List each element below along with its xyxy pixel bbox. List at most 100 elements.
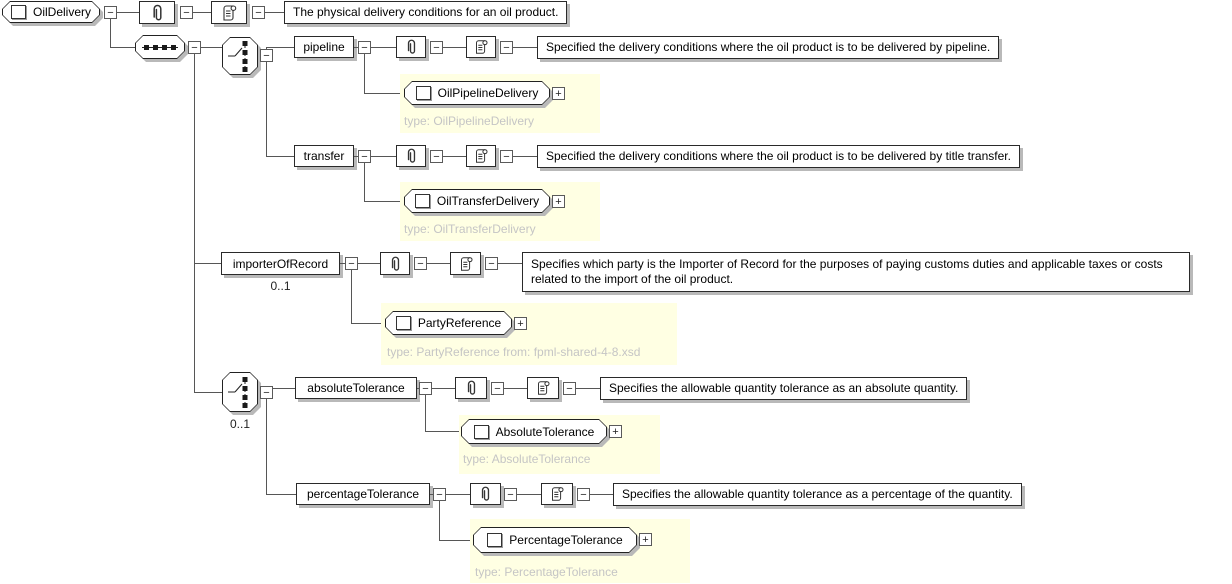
paperclip-icon <box>152 4 162 20</box>
paperclip-icon <box>407 39 415 54</box>
annotation-box[interactable] <box>527 377 559 399</box>
connector-line <box>432 388 455 389</box>
connector-line <box>446 494 470 495</box>
collapse-toggle[interactable]: − <box>563 382 576 395</box>
collapse-toggle[interactable]: − <box>485 257 498 270</box>
annotation-box[interactable] <box>541 483 573 505</box>
documentation-text: Specifies the allowable quantity toleran… <box>613 483 1022 506</box>
element-node-percentagetolerance[interactable]: percentageTolerance <box>296 483 430 505</box>
scroll-icon <box>476 40 488 54</box>
collapse-toggle[interactable]: − <box>260 386 273 399</box>
annotation-box[interactable] <box>466 145 496 167</box>
element-label: OilDelivery <box>32 5 91 19</box>
type-node-oilpipelinedelivery[interactable]: OilPipelineDelivery <box>404 81 550 105</box>
expand-toggle[interactable]: + <box>609 425 622 438</box>
connector-line <box>364 163 365 201</box>
connector-line <box>358 263 380 264</box>
type-note: type: AbsoluteTolerance <box>463 452 591 466</box>
type-note: type: OilTransferDelivery <box>404 222 536 236</box>
annotation-box[interactable] <box>450 252 481 275</box>
element-node-importerofrecord[interactable]: importerOfRecord <box>221 252 340 275</box>
connector-line <box>498 263 522 264</box>
collapse-toggle[interactable]: − <box>430 150 443 163</box>
type-node-oiltransferdelivery[interactable]: OilTransferDelivery <box>404 189 550 213</box>
connector-line <box>266 47 267 49</box>
connector-line <box>364 54 365 93</box>
collapse-toggle[interactable]: − <box>433 488 446 501</box>
collapse-toggle[interactable]: − <box>260 49 273 62</box>
connector-line <box>425 431 463 432</box>
scroll-icon <box>476 149 488 163</box>
occurrence-label: 0..1 <box>270 279 291 293</box>
scroll-icon <box>538 381 550 395</box>
attributes-box[interactable] <box>470 483 501 505</box>
collapse-toggle[interactable]: − <box>419 382 432 395</box>
element-icon <box>10 5 26 19</box>
element-icon <box>395 316 411 330</box>
type-label: PercentageTolerance <box>509 533 623 547</box>
collapse-toggle[interactable]: − <box>491 382 504 395</box>
scroll-icon <box>552 487 564 501</box>
connector-line <box>364 93 406 94</box>
occurrence-label: 0..1 <box>229 417 250 431</box>
type-label: OilTransferDelivery <box>436 194 540 208</box>
type-label: OilPipelineDelivery <box>437 86 539 100</box>
collapse-toggle[interactable]: − <box>180 6 193 19</box>
type-node-absolutetolerance[interactable]: AbsoluteTolerance <box>461 419 607 444</box>
expand-toggle[interactable]: + <box>552 87 565 100</box>
attributes-box[interactable] <box>396 36 426 58</box>
connector-line <box>439 501 440 540</box>
element-icon <box>414 194 430 208</box>
attributes-box[interactable] <box>380 252 410 275</box>
connector-line <box>193 12 211 13</box>
element-node-transfer[interactable]: transfer <box>294 145 354 167</box>
connector-line <box>194 54 195 392</box>
documentation-text: Specifies the allowable quantity toleran… <box>600 377 968 400</box>
attributes-box[interactable] <box>455 377 487 399</box>
collapse-toggle[interactable]: − <box>577 488 590 501</box>
annotation-box[interactable] <box>211 1 247 24</box>
choice-node[interactable] <box>222 372 258 412</box>
connector-line <box>266 399 267 494</box>
collapse-toggle[interactable]: − <box>430 41 443 54</box>
element-node-pipeline[interactable]: pipeline <box>294 36 354 58</box>
connector-line <box>439 540 475 541</box>
connector-line <box>504 388 527 389</box>
collapse-toggle[interactable]: − <box>500 41 513 54</box>
collapse-toggle[interactable]: − <box>104 6 117 19</box>
expand-toggle[interactable]: + <box>639 533 652 546</box>
collapse-toggle[interactable]: − <box>188 41 201 54</box>
connector-line <box>430 494 433 495</box>
connector-line <box>354 47 358 48</box>
documentation-text: The physical delivery conditions for an … <box>284 1 568 24</box>
connector-line <box>417 388 419 389</box>
choice-node[interactable] <box>222 37 258 75</box>
attributes-box[interactable] <box>396 145 426 167</box>
connector-line <box>371 47 396 48</box>
collapse-toggle[interactable]: − <box>252 6 265 19</box>
expand-toggle[interactable]: + <box>514 317 527 330</box>
collapse-toggle[interactable]: − <box>504 488 517 501</box>
collapse-toggle[interactable]: − <box>345 257 358 270</box>
sequence-node[interactable] <box>135 35 185 59</box>
connector-line <box>110 47 135 48</box>
connector-line <box>266 494 296 495</box>
paperclip-icon <box>407 148 415 163</box>
attributes-box[interactable] <box>139 1 175 24</box>
expand-toggle[interactable]: + <box>552 195 565 208</box>
annotation-box[interactable] <box>466 36 496 58</box>
collapse-toggle[interactable]: − <box>358 150 371 163</box>
element-node-absolutetolerance[interactable]: absoluteTolerance <box>295 377 417 399</box>
connector-line <box>266 156 294 157</box>
collapse-toggle[interactable]: − <box>414 257 427 270</box>
type-node-percentagetolerance[interactable]: PercentageTolerance <box>473 527 637 553</box>
connector-line <box>351 270 352 323</box>
connector-line <box>194 263 221 264</box>
connector-line <box>576 388 600 389</box>
element-node-oildelivery[interactable]: OilDelivery <box>2 1 100 23</box>
choice-icon <box>228 377 248 408</box>
type-node-partyreference[interactable]: PartyReference <box>385 311 512 335</box>
documentation-text: Specified the delivery conditions where … <box>537 145 1020 168</box>
collapse-toggle[interactable]: − <box>358 41 371 54</box>
collapse-toggle[interactable]: − <box>500 150 513 163</box>
